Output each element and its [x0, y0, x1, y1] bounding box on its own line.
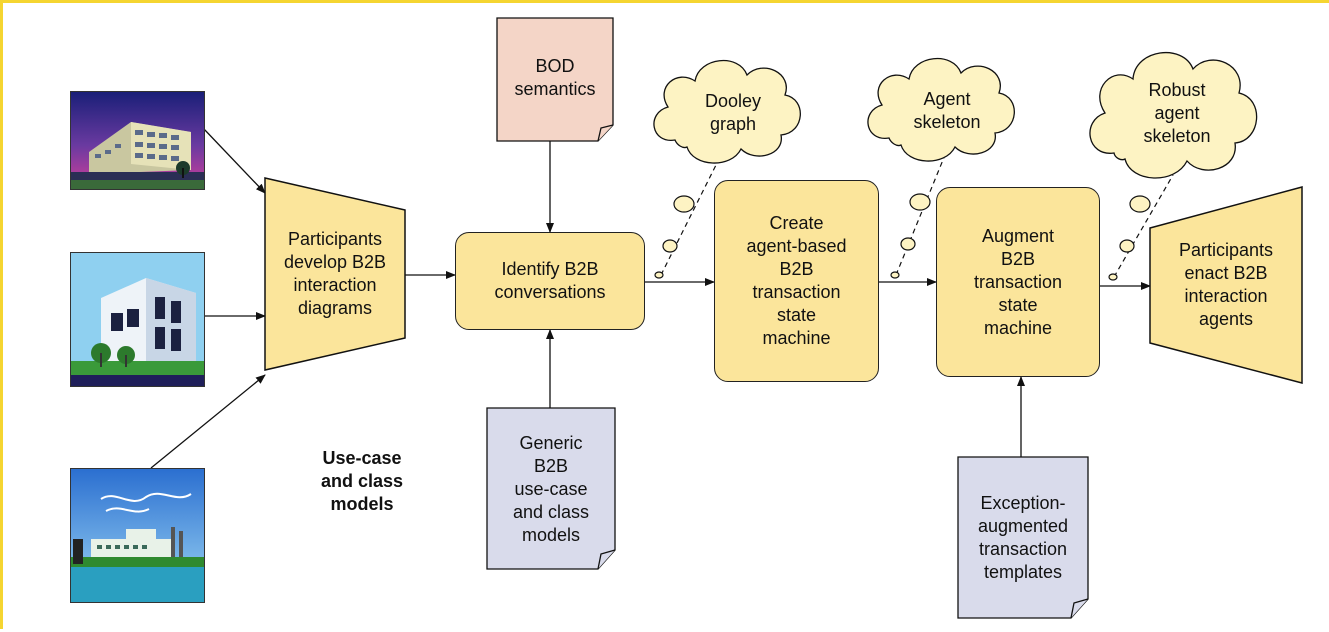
thought-trail-agent: [895, 154, 946, 276]
thought-bubble-small-3: [673, 195, 695, 213]
generic-models-label: Generic B2B use-case and class models: [512, 433, 590, 545]
arrow-factory-to-develop: [150, 374, 266, 469]
bod-semantics-label: BOD semantics: [514, 56, 596, 99]
participants-develop-label: Participants develop B2B interaction dia…: [283, 229, 387, 318]
cloud-robust: [1089, 51, 1258, 179]
identify-conversations-label: Identify B2B conversations: [494, 259, 606, 302]
create-state-machine-label: Create agent-based B2B transaction state…: [746, 213, 847, 348]
factory-image: [70, 468, 205, 603]
cloud-agent: [867, 58, 1015, 162]
thought-bubble-small-9: [1129, 195, 1151, 213]
exception-templates-label: Exception- augmented transaction templat…: [977, 493, 1069, 582]
thought-bubble-small-6: [909, 193, 931, 211]
robust-agent-skeleton-label: Robust agent skeleton: [1143, 80, 1211, 146]
identify-conversations-box[interactable]: Identify B2B conversations: [455, 232, 645, 330]
arrow-office-to-develop: [202, 127, 266, 194]
thought-bubble-small-2: [662, 239, 678, 253]
augment-state-machine-box[interactable]: Augment B2B transaction state machine: [936, 187, 1100, 377]
thought-bubble-small-8: [1119, 239, 1135, 253]
connectors-layer: [150, 17, 1303, 619]
thought-bubble-small-4: [890, 271, 900, 279]
thought-trail-dooley: [660, 154, 722, 276]
participants-enact-label: Participants enact B2B interaction agent…: [1178, 240, 1274, 329]
thought-trail-robust: [1113, 174, 1174, 278]
thought-bubble-small-7: [1108, 273, 1118, 281]
trapezoid-participants-develop: [264, 177, 406, 371]
agent-skeleton-label: Agent skeleton: [913, 89, 981, 132]
thought-bubble-small-1: [654, 271, 664, 279]
augment-state-machine-label: Augment B2B transaction state machine: [973, 225, 1063, 338]
thought-bubble-small-5: [900, 237, 916, 251]
trapezoid-participants-enact: [1149, 186, 1303, 384]
usecase-class-models-heading: Use-case and class models: [320, 448, 404, 514]
dooley-graph-label: Dooley graph: [704, 91, 762, 134]
create-state-machine-box[interactable]: Create agent-based B2B transaction state…: [714, 180, 879, 382]
office-building-image: [70, 91, 205, 190]
modern-building-image: [70, 252, 205, 387]
cloud-dooley: [653, 60, 801, 164]
